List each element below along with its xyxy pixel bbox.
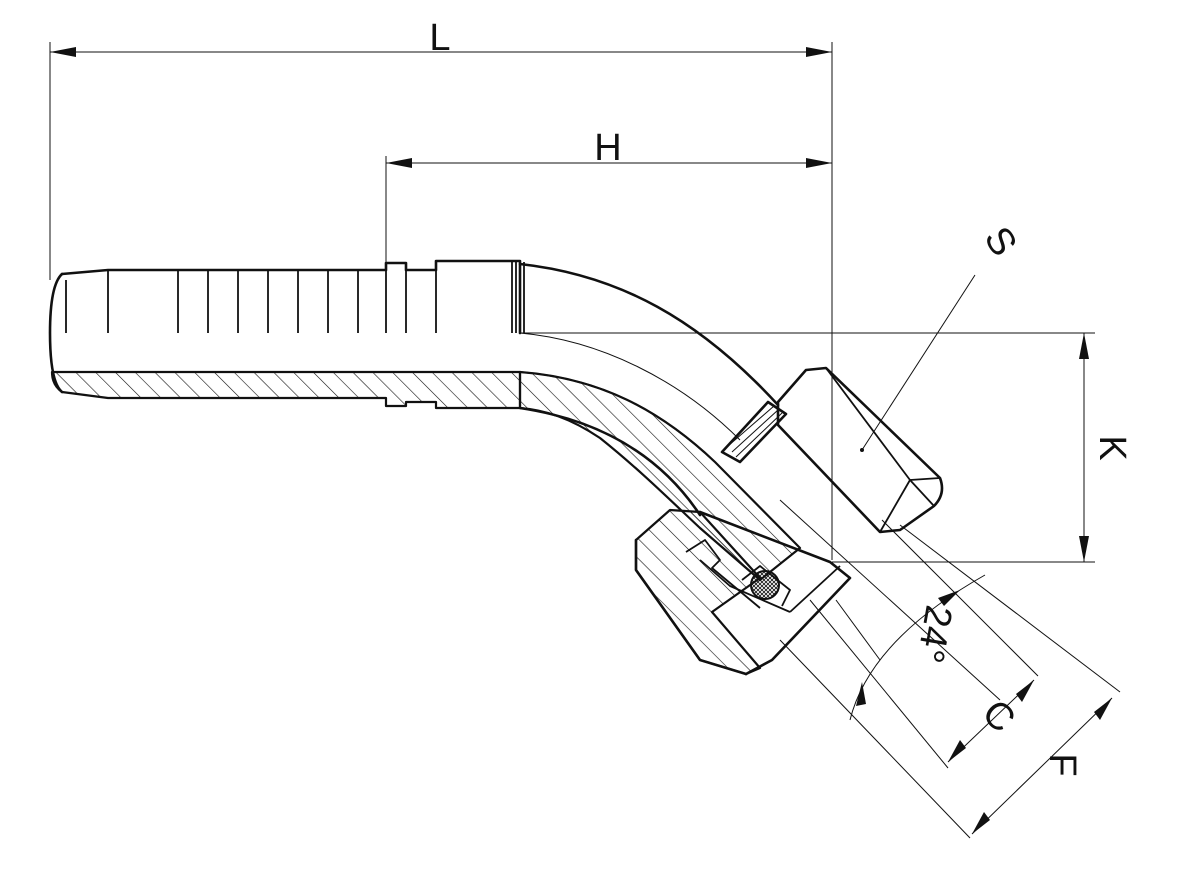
- swivel-nut: [634, 366, 944, 676]
- nut-axis-line: [779, 499, 1001, 701]
- label-S: S: [976, 220, 1025, 264]
- dimension-K: K: [520, 332, 1133, 563]
- dimension-F: F: [779, 524, 1121, 839]
- hose-tail: [48, 259, 522, 410]
- label-K: K: [1091, 435, 1133, 460]
- label-angle: 24°: [908, 602, 959, 666]
- label-H: H: [594, 127, 621, 169]
- dimension-H: H: [385, 127, 832, 266]
- dimension-L: L: [49, 17, 833, 560]
- dimension-angle: 24°: [835, 574, 986, 721]
- label-C: C: [974, 692, 1023, 741]
- label-F: F: [1041, 753, 1083, 776]
- dimension-S: S: [861, 220, 1025, 451]
- label-L: L: [429, 17, 450, 59]
